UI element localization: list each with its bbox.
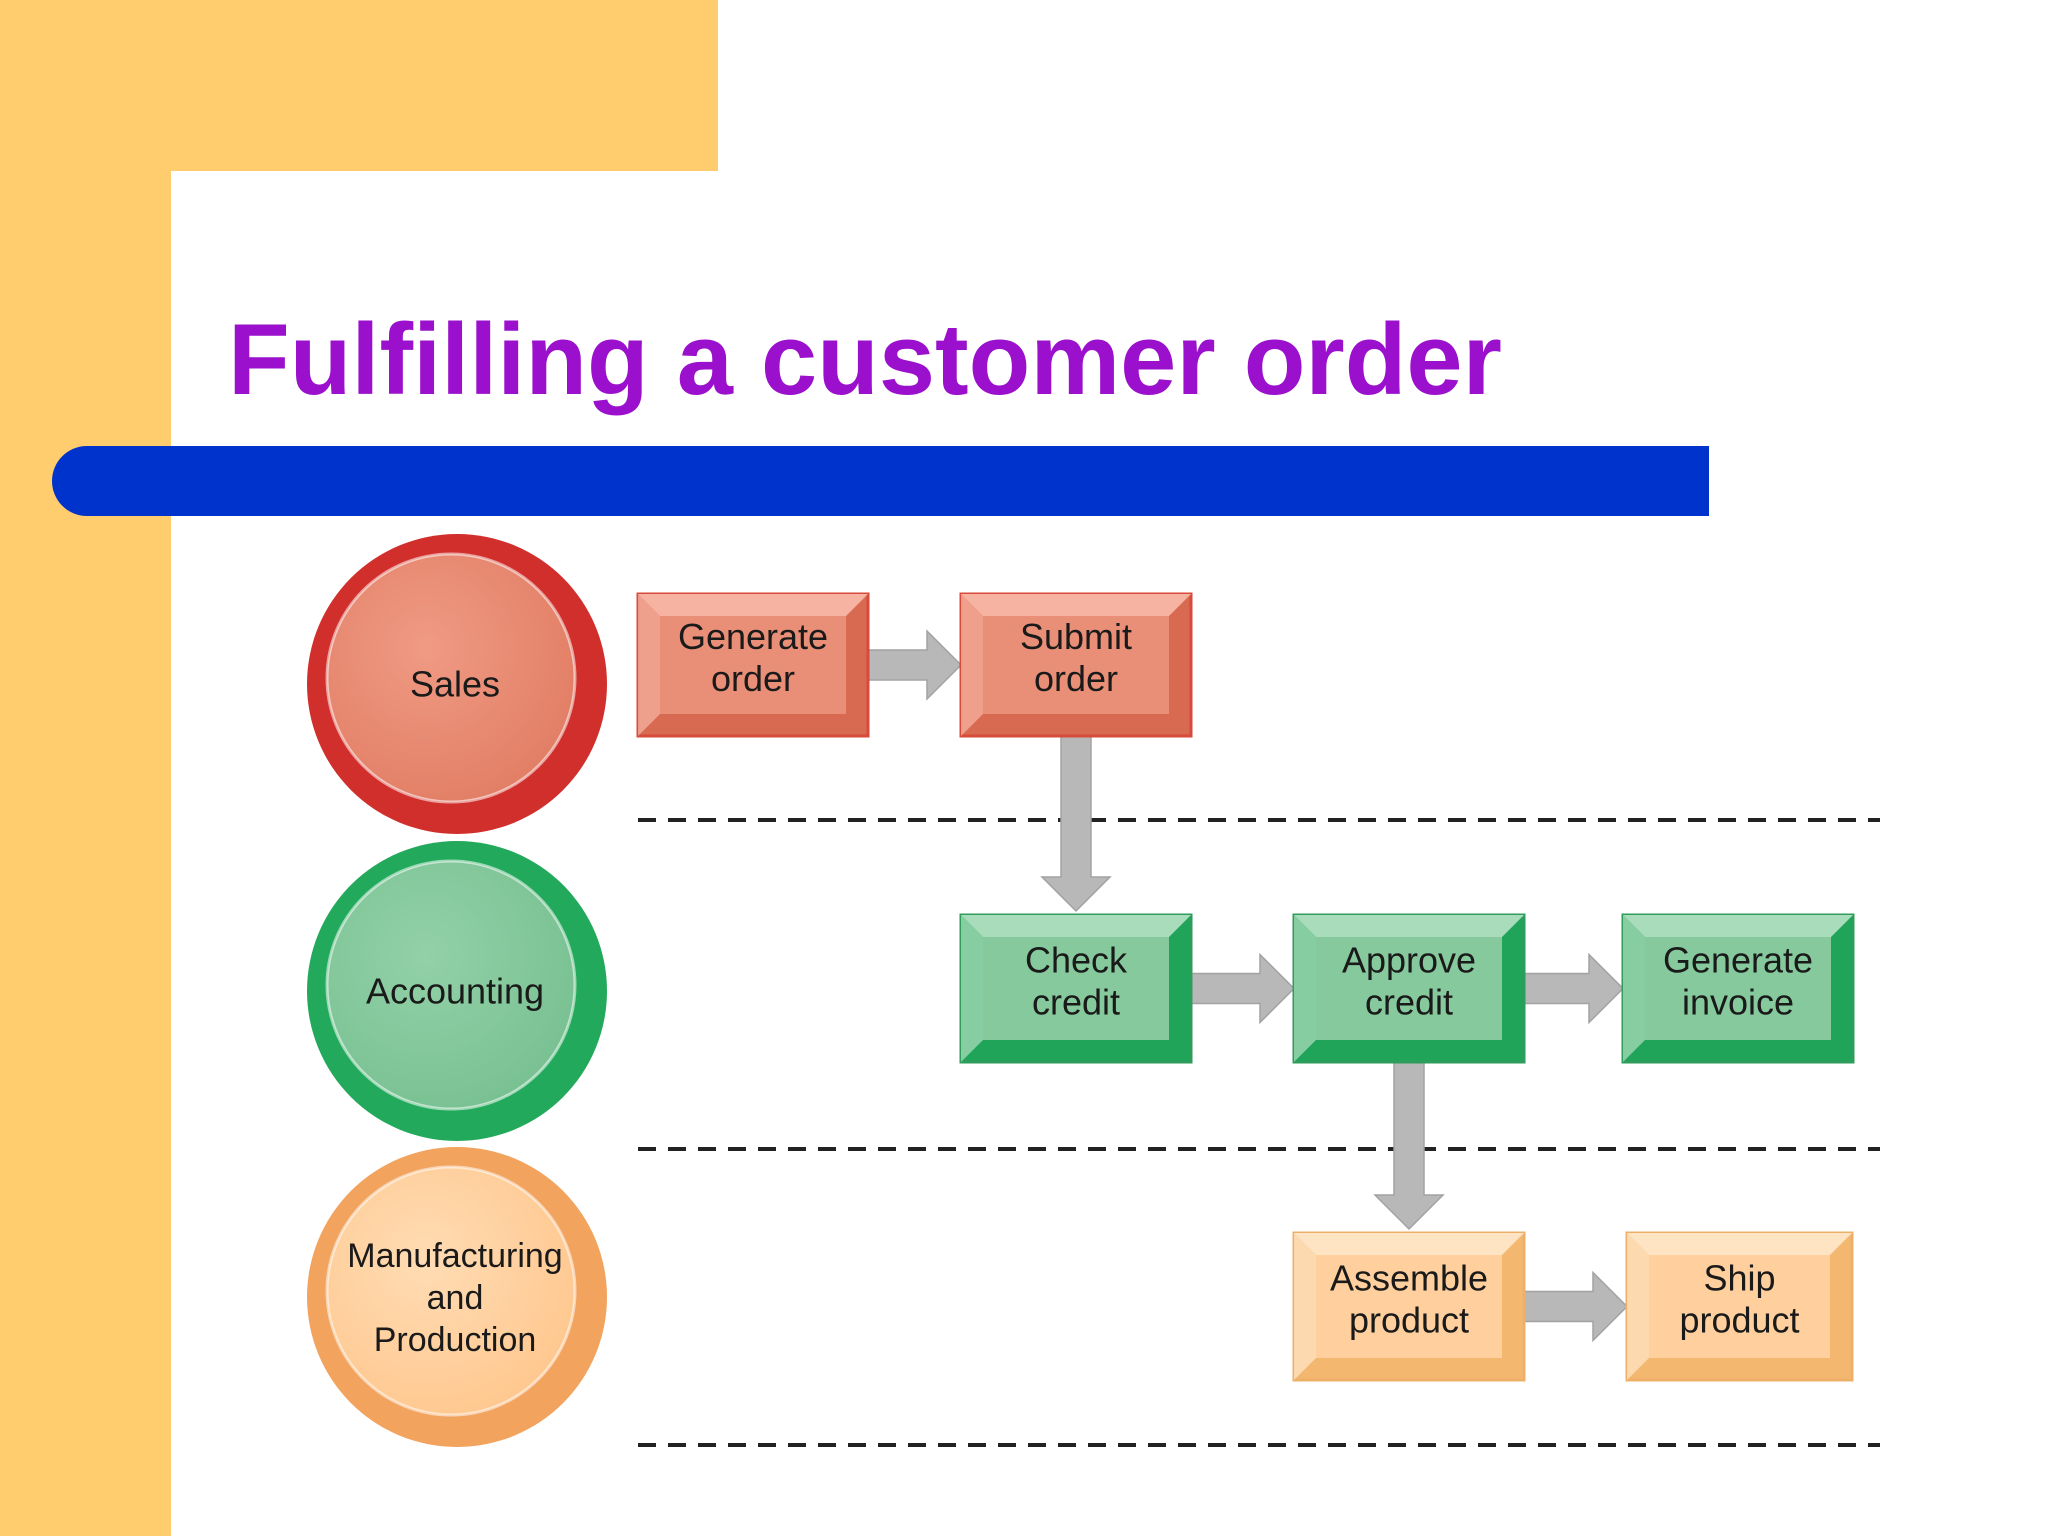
step-box-face <box>983 937 1169 1040</box>
step-label-line: Ship <box>1703 1258 1775 1299</box>
flow-arrow-shape <box>1523 1270 1629 1343</box>
department-label-line: Production <box>374 1321 537 1359</box>
step-box-bevel-top <box>1294 915 1524 937</box>
step-box-bevel-top <box>1623 915 1853 937</box>
department-sales: Sales <box>307 534 607 834</box>
flow-arrow-approve-credit-to-generate-invoice <box>1523 952 1625 1025</box>
flow-arrow-shape <box>1190 952 1296 1025</box>
frame-top-band <box>0 0 718 171</box>
step-box-bevel-left <box>1627 1233 1649 1380</box>
step-box-bevel-top <box>638 594 868 616</box>
step-box-face <box>1645 937 1831 1040</box>
step-label-line: invoice <box>1682 982 1794 1023</box>
step-box-bevel-left <box>961 915 983 1062</box>
department-label-line: Sales <box>410 664 500 705</box>
step-box-face <box>983 616 1169 714</box>
step-label-line: Submit <box>1020 616 1132 657</box>
department-accounting: Accounting <box>307 841 607 1141</box>
department-label-line: Accounting <box>366 971 544 1012</box>
step-label-line: product <box>1679 1300 1799 1341</box>
step-box-face <box>660 616 846 714</box>
step-box-bevel-left <box>638 594 660 736</box>
flow-arrow-assemble-product-to-ship-product <box>1523 1270 1629 1343</box>
step-box-face <box>1649 1255 1830 1358</box>
lane-dividers <box>638 818 1880 1447</box>
step-label-line: Approve <box>1342 940 1476 981</box>
step-label-line: Assemble <box>1330 1258 1488 1299</box>
flow-arrow-shape <box>1373 1061 1445 1231</box>
department-face <box>325 1165 577 1417</box>
step-box-bevel-left <box>961 594 983 736</box>
step-box-bevel-top <box>961 915 1191 937</box>
step-box-bevel-left <box>1623 915 1645 1062</box>
flow-arrows <box>867 629 1629 1343</box>
step-label-line: Generate <box>678 616 828 657</box>
slide-title: Fulfilling a customer order <box>228 304 1502 416</box>
department-label: Accounting <box>366 971 544 1012</box>
frame-left-band <box>0 0 171 1536</box>
title-underline-bar <box>52 446 1709 516</box>
step-box-bevel-left <box>1294 915 1316 1062</box>
department-face <box>325 859 577 1111</box>
flow-arrow-generate-order-to-submit-order <box>867 629 963 701</box>
flow-arrow-submit-order-to-check-credit <box>1040 735 1112 913</box>
step-label-line: order <box>1034 658 1118 699</box>
flow-arrow-shape <box>867 629 963 701</box>
step-label-line: credit <box>1032 982 1120 1023</box>
flow-arrow-shape <box>1523 952 1625 1025</box>
flow-arrow-shape <box>1040 735 1112 913</box>
department-label-line: and <box>427 1279 484 1317</box>
step-label-line: Check <box>1025 940 1128 981</box>
step-box-face <box>1316 1255 1502 1358</box>
step-box-bevel-left <box>1294 1233 1316 1380</box>
step-box-bevel-top <box>1294 1233 1524 1255</box>
step-box-bevel-top <box>1627 1233 1852 1255</box>
step-box-face <box>1316 937 1502 1040</box>
step-label-line: credit <box>1365 982 1453 1023</box>
flow-arrow-check-credit-to-approve-credit <box>1190 952 1296 1025</box>
department-label: Sales <box>410 664 500 705</box>
flow-arrow-approve-credit-to-assemble-product <box>1373 1061 1445 1231</box>
department-label-line: Manufacturing <box>347 1237 562 1275</box>
step-label-line: order <box>711 658 795 699</box>
step-box-bevel-top <box>961 594 1191 616</box>
step-label-line: product <box>1349 1300 1469 1341</box>
step-label-line: Generate <box>1663 940 1813 981</box>
department-face <box>325 552 577 804</box>
